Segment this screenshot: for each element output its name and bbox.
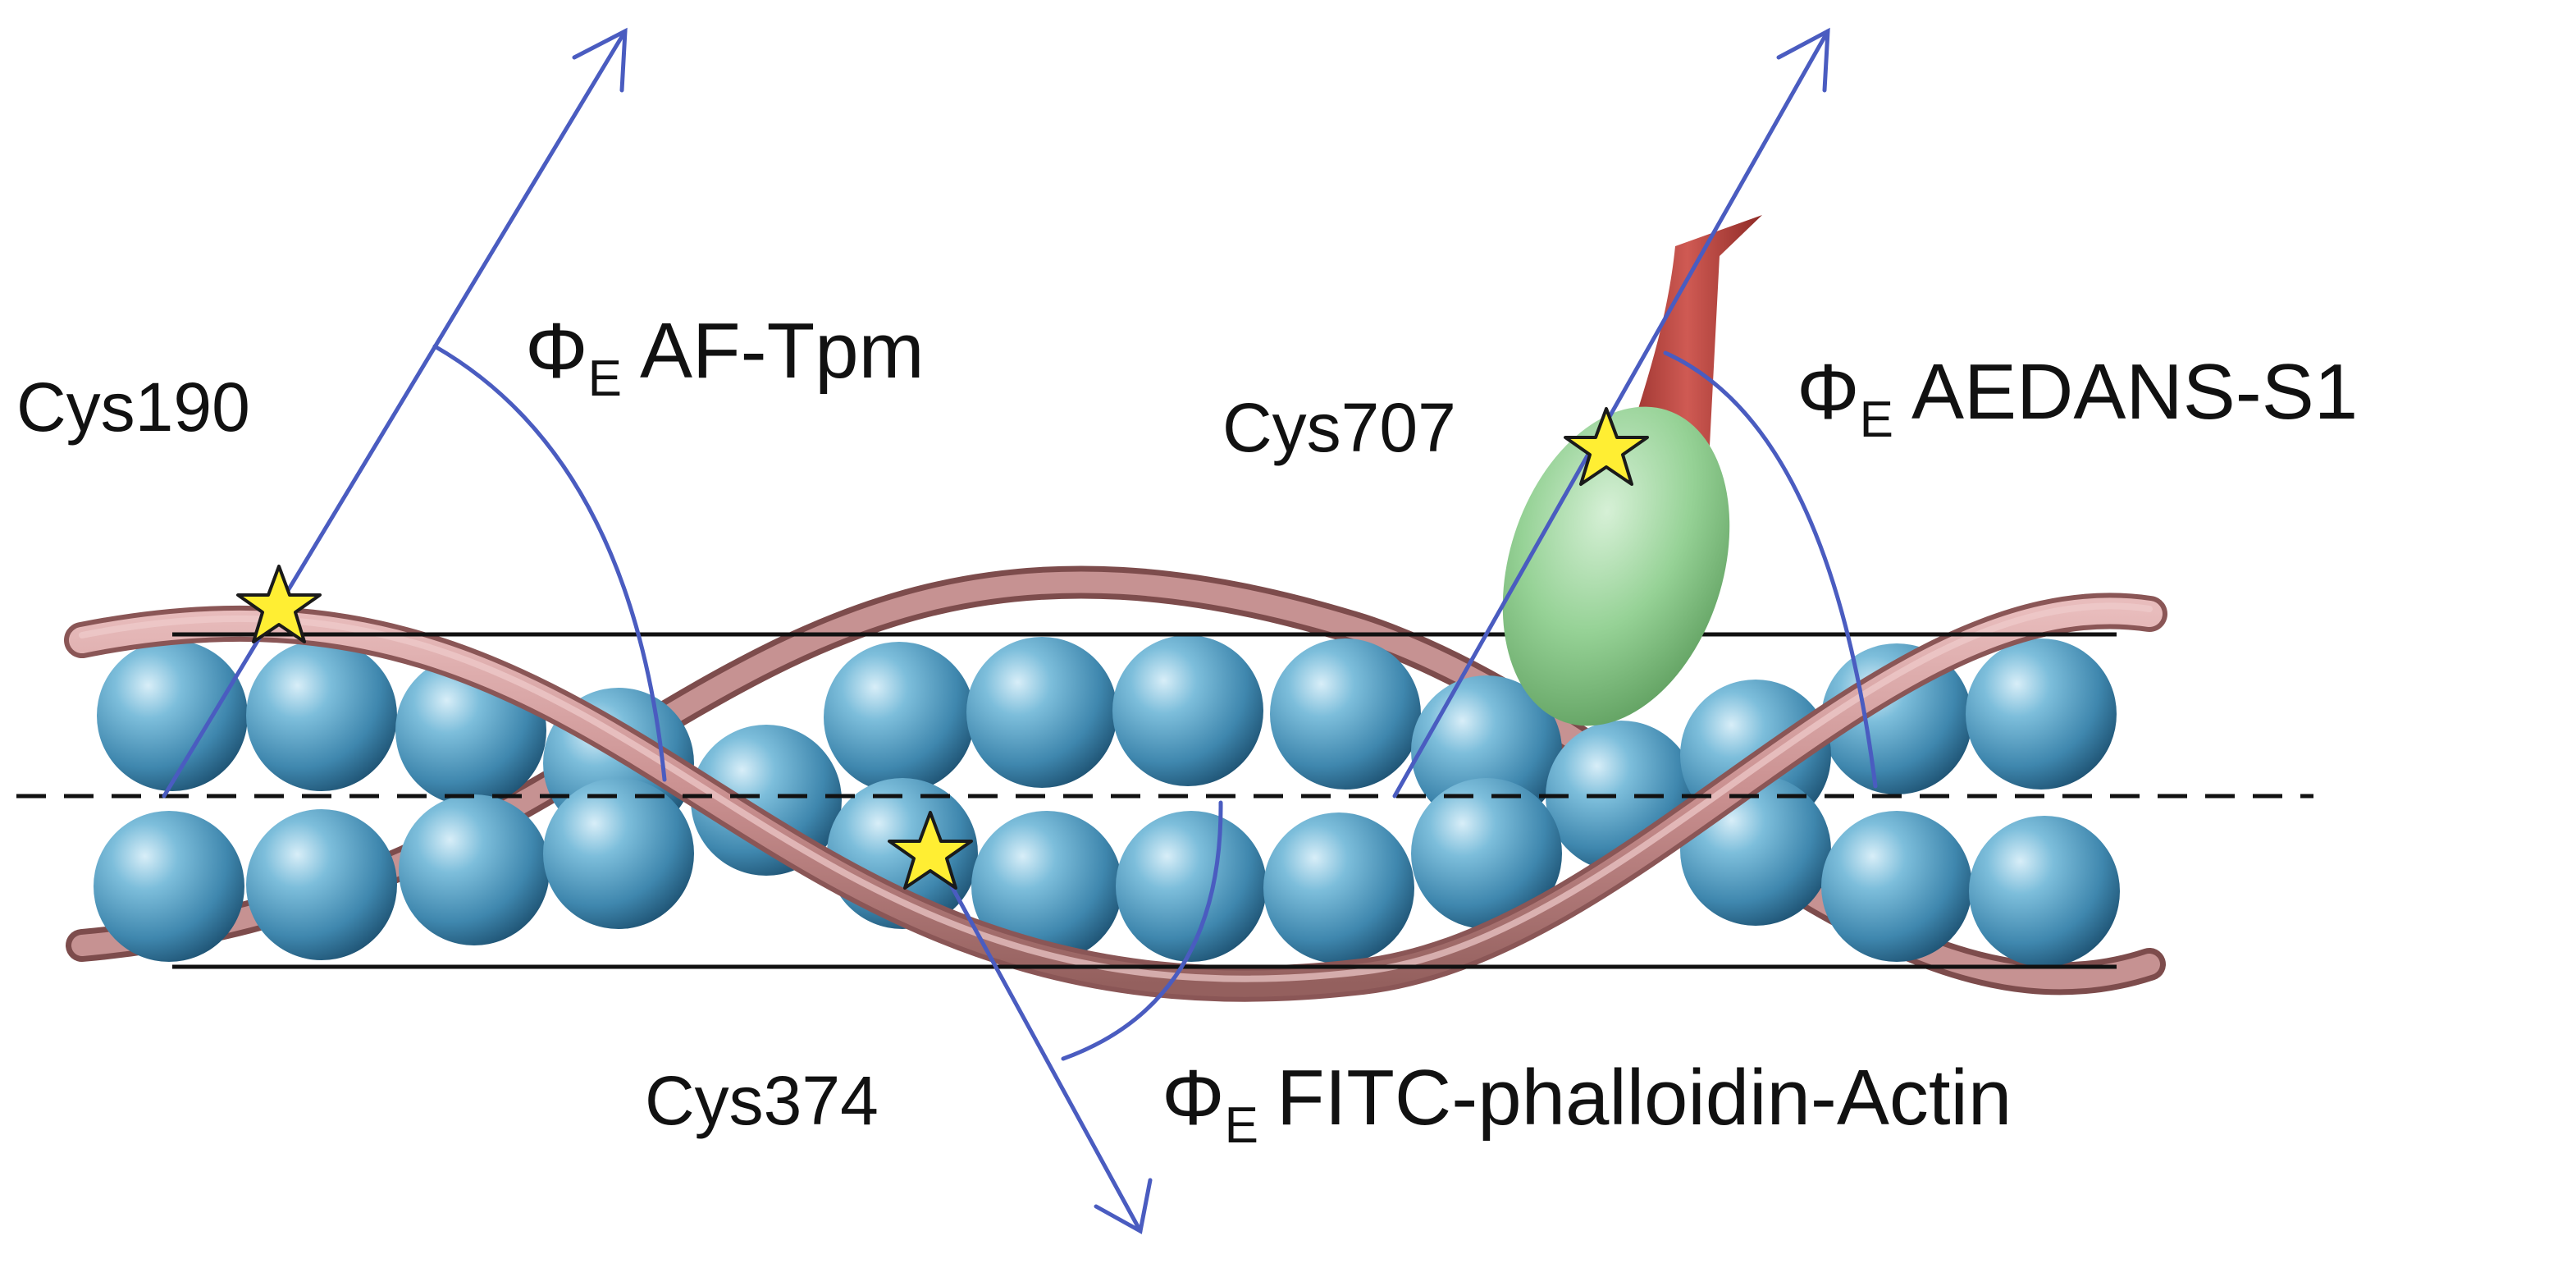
actin-subunit [1821,811,1972,962]
actin-subunit [1263,812,1414,963]
tropomyosin-strand-front [69,597,2163,997]
actin-subunit [1270,638,1421,790]
star-icon [1564,407,1649,486]
cys707-label: Cys707 [1222,389,1456,466]
fitc-actin-angle-arc [1061,800,1223,1061]
actin-subunit [543,778,694,929]
arrow-head-icon [1776,27,1830,93]
af-tpm-label: AF-Tpm [640,307,925,395]
actin-subunit [1116,811,1267,962]
aedans-s1-vector [1392,29,1830,799]
myosin-s1-head [1502,215,1762,726]
probe-stars [236,407,1649,890]
star-icon [236,565,322,643]
cys190-label: Cys190 [16,368,250,446]
af-tpm-angle-label: ΦE AF-Tpm [525,307,925,407]
phi-symbol: Φ [1797,348,1860,436]
fitc-actin-angle-label: ΦE FITC-phalloidin-Actin [1162,1054,2012,1154]
actin-subunit [1112,635,1263,786]
phi-subscript: E [1860,391,1893,448]
af-tpm-vector [162,29,628,799]
phi-symbol: Φ [525,307,588,395]
arrow-head-icon [1094,1178,1153,1234]
vector-group [162,27,1878,1234]
actin-top-row [97,635,2117,806]
actin-subunit [94,811,244,962]
actin-subunit [971,811,1122,962]
actin-subunit [97,640,248,791]
actin-subunit [246,640,397,791]
fitc-actin-vector [925,839,1143,1234]
actin-subunit [1969,816,2120,967]
actin-subunit [399,794,550,945]
tropomyosin-strand-front-highlight [79,602,2153,982]
actin-subunit [824,642,975,793]
actin-subunit [966,637,1117,788]
aedans-s1-angle-arc [1663,350,1878,789]
af-tpm-angle-arc [432,344,667,782]
phi-subscript: E [1225,1097,1258,1154]
phi-symbol: Φ [1162,1054,1225,1142]
fitc-actin-label: FITC-phalloidin-Actin [1277,1054,2012,1142]
cys374-label: Cys374 [645,1062,879,1139]
actin-subunit [246,809,397,960]
actin-subunit [1411,778,1562,929]
arrow-head-icon [572,27,628,93]
actin-subunit [1966,638,2117,790]
phi-subscript: E [588,350,622,407]
myosin-motor-domain [1502,406,1730,726]
aedans-s1-angle-label: ΦE AEDANS-S1 [1797,348,2358,448]
star-icon [888,811,973,890]
aedans-s1-label: AEDANS-S1 [1911,348,2358,436]
